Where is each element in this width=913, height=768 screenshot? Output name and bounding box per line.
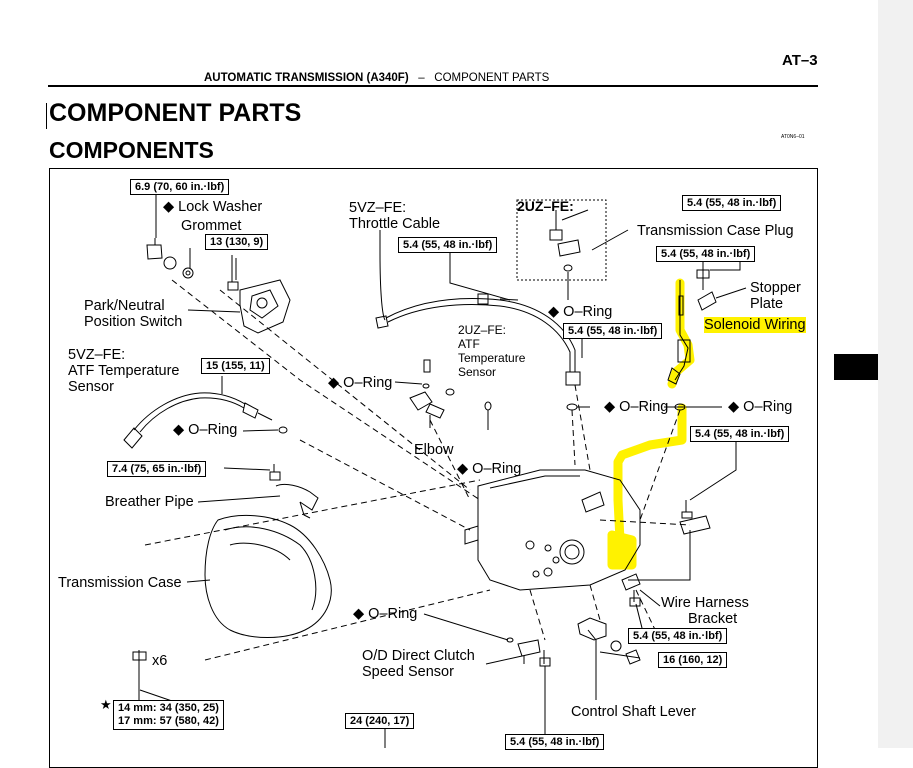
label-elbow: Elbow: [414, 442, 454, 458]
label-5vz-atf-1: 5VZ–FE:: [68, 347, 126, 363]
label-o-ring-right: ◆ O–Ring: [728, 399, 793, 415]
running-header-bold: AUTOMATIC TRANSMISSION (A340F): [204, 72, 409, 84]
torque-case-plug: 5.4 (55, 48 in.·lbf): [682, 195, 782, 211]
torque-atf-sensor: 5.4 (55, 48 in.·lbf): [563, 323, 663, 339]
page-number: AT–3: [782, 52, 818, 69]
label-breather-pipe: Breather Pipe: [105, 494, 194, 510]
label-park-neutral-2: Position Switch: [84, 314, 183, 330]
torque-throttle-cable: 5.4 (55, 48 in.·lbf): [398, 237, 498, 253]
label-2uz-atf-2: ATF: [458, 337, 480, 351]
label-transmission-case: Transmission Case: [58, 575, 182, 591]
text-cursor: [46, 103, 47, 129]
torque-14mm: 14 mm: 34 (350, 25): [118, 702, 219, 714]
label-2uz-fe-top: 2UZ–FE:: [517, 198, 574, 214]
parts-diagram: [123, 195, 747, 748]
running-header-section: COMPONENT PARTS: [434, 72, 550, 84]
label-2uz-atf-1: 2UZ–FE:: [458, 323, 507, 337]
torque-bracket-upper: 5.4 (55, 48 in.·lbf): [690, 426, 790, 442]
torque-bottom: 5.4 (55, 48 in.·lbf): [505, 734, 605, 750]
label-5vz-throttle-2: Throttle Cable: [349, 216, 441, 232]
label-o-ring-plug: ◆ O–Ring: [548, 304, 613, 320]
page-title: COMPONENT PARTS: [49, 99, 302, 127]
label-o-ring-atf-sensor: ◆ O–Ring: [173, 422, 238, 438]
header-rule: [48, 85, 818, 87]
label-o-ring-od: ◆ O–Ring: [353, 606, 418, 622]
label-5vz-atf-3: Sensor: [68, 379, 114, 395]
label-wire-harness-1: Wire Harness: [661, 595, 749, 611]
label-grommet: Grommet: [181, 218, 242, 234]
solenoid-wiring-highlight: [607, 278, 695, 570]
torque-bracket-lower: 5.4 (55, 48 in.·lbf): [628, 628, 728, 644]
torque-14-17-box: 14 mm: 34 (350, 25) 17 mm: 57 (580, 42): [113, 700, 224, 730]
label-od-clutch-2: Speed Sensor: [362, 664, 454, 680]
scrollbar[interactable]: [878, 0, 913, 748]
label-lock-washer: ◆ Lock Washer: [163, 199, 263, 215]
label-2uz-atf-3: Temperature: [458, 351, 526, 365]
scroll-position-marker[interactable]: [834, 354, 878, 380]
torque-17mm: 17 mm: 57 (580, 42): [118, 715, 219, 727]
label-solenoid-wiring: Solenoid Wiring: [704, 317, 806, 333]
label-wire-harness-2: Bracket: [688, 611, 738, 627]
torque-13: 13 (130, 9): [205, 234, 269, 250]
torque-15: 15 (155, 11): [201, 358, 270, 374]
torque-16: 16 (160, 12): [658, 652, 728, 668]
running-header-dash: –: [418, 72, 425, 84]
label-x6: x6: [152, 653, 168, 669]
section-title: COMPONENTS: [49, 137, 214, 163]
torque-6-9: 6.9 (70, 60 in.·lbf): [130, 179, 230, 195]
label-park-neutral-1: Park/Neutral: [84, 298, 165, 314]
torque-7-4: 7.4 (75, 65 in.·lbf): [107, 461, 207, 477]
label-o-ring-left: ◆ O–Ring: [328, 375, 393, 391]
label-transmission-case-plug: Transmission Case Plug: [637, 223, 794, 239]
label-control-shaft-lever: Control Shaft Lever: [571, 704, 696, 720]
label-5vz-atf-2: ATF Temperature: [68, 363, 180, 379]
reference-code: AT0N6–01: [781, 134, 805, 140]
label-stopper-1: Stopper: [750, 280, 801, 296]
star-mark: ★: [100, 697, 112, 712]
label-o-ring-elbow: ◆ O–Ring: [457, 461, 522, 477]
torque-stopper-plate: 5.4 (55, 48 in.·lbf): [656, 246, 756, 262]
running-header: AUTOMATIC TRANSMISSION (A340F) – COMPONE…: [204, 72, 549, 84]
torque-24: 24 (240, 17): [345, 713, 415, 729]
label-od-clutch-1: O/D Direct Clutch: [362, 648, 475, 664]
label-2uz-atf-4: Sensor: [458, 365, 497, 379]
label-o-ring-mid: ◆ O–Ring: [604, 399, 669, 415]
label-5vz-throttle-1: 5VZ–FE:: [349, 200, 407, 216]
label-stopper-2: Plate: [750, 296, 784, 312]
